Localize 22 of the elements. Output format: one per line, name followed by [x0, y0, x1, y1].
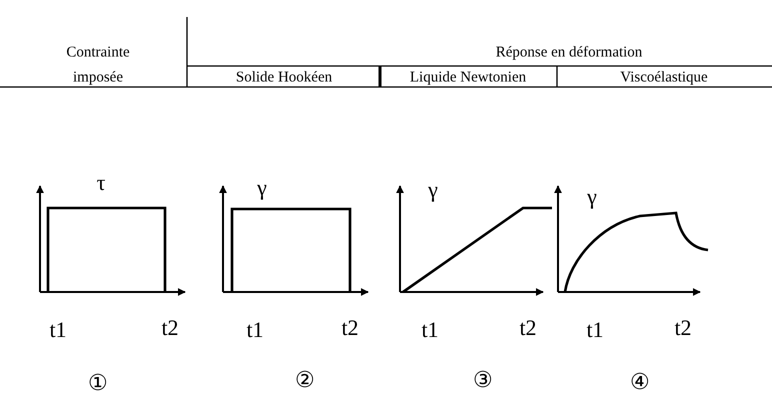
panel-number: ③ — [473, 369, 493, 391]
column-header: Réponse en déformation — [496, 46, 642, 60]
column-header: Solide Hookéen — [236, 70, 332, 86]
time-label: t1 — [246, 319, 264, 341]
axis-label: γ — [428, 179, 438, 201]
axis-label: γ — [257, 177, 267, 199]
time-label: t2 — [341, 317, 359, 339]
column-header: Contrainte — [66, 46, 130, 60]
axis-label: γ — [587, 186, 597, 208]
panel-number: ② — [295, 369, 315, 391]
panel-number: ④ — [630, 371, 650, 393]
time-label: t2 — [161, 317, 179, 339]
axis-label: τ — [96, 172, 106, 194]
time-label: t2 — [674, 317, 692, 339]
time-label: t1 — [586, 319, 604, 341]
time-label: t1 — [421, 319, 439, 341]
column-header: Viscoélastique — [620, 70, 708, 86]
time-label: t1 — [49, 319, 67, 341]
panel-number: ① — [88, 372, 108, 394]
column-header: imposée — [73, 70, 123, 86]
time-label: t2 — [519, 317, 537, 339]
column-header: Liquide Newtonien — [410, 70, 526, 86]
